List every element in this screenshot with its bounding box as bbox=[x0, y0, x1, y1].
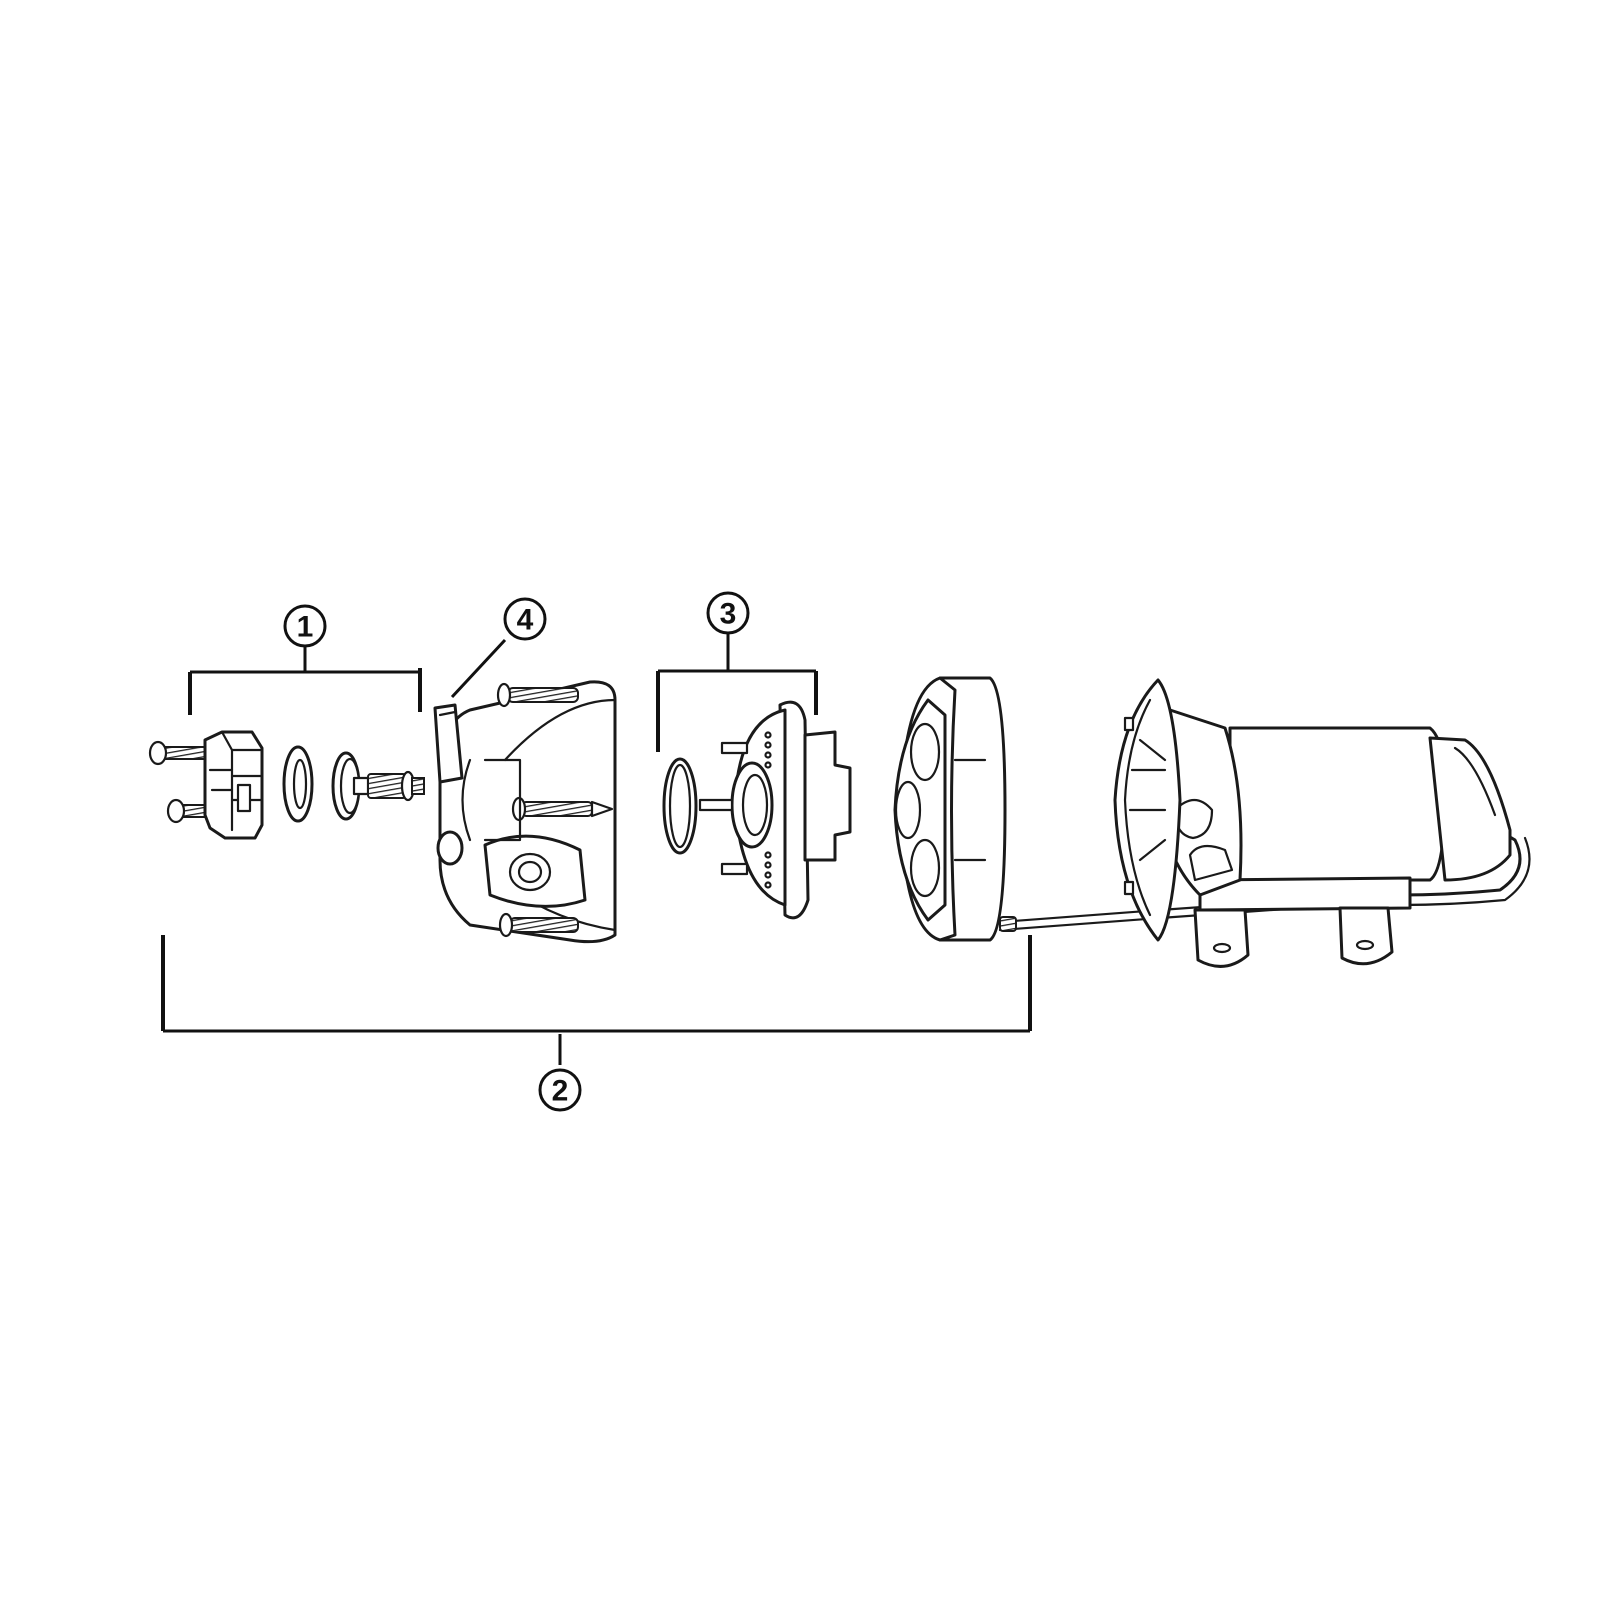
part-pump-head-housing bbox=[433, 680, 617, 944]
part-plunger-spring bbox=[331, 751, 425, 821]
part-diaphragm-housing bbox=[893, 676, 1007, 942]
callout-4: 4 bbox=[503, 597, 547, 641]
callout-2: 2 bbox=[538, 1068, 582, 1112]
leader-line-4 bbox=[450, 638, 507, 699]
bracket-3 bbox=[656, 630, 818, 752]
part-washer bbox=[282, 745, 314, 823]
part-screws-and-cover bbox=[148, 730, 264, 840]
part-o-ring bbox=[662, 757, 698, 855]
part-motor-assembly bbox=[1113, 678, 1531, 968]
part-valve-plate bbox=[698, 700, 852, 920]
callout-3: 3 bbox=[706, 591, 750, 635]
bracket-2 bbox=[161, 935, 1032, 1065]
callout-1: 1 bbox=[283, 604, 327, 648]
callout-3-label: 3 bbox=[720, 598, 737, 631]
callout-2-label: 2 bbox=[552, 1075, 569, 1108]
callout-4-label: 4 bbox=[517, 604, 534, 637]
callout-1-label: 1 bbox=[297, 611, 314, 644]
bracket-1 bbox=[188, 640, 422, 715]
